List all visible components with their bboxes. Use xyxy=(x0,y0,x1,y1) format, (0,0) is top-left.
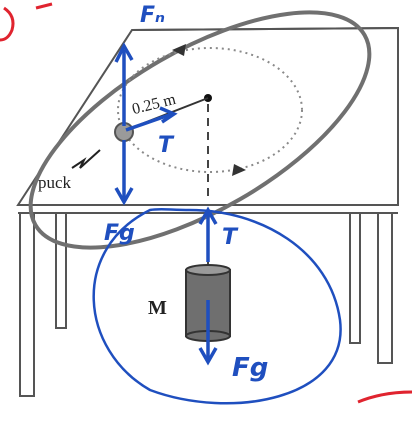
circular-path xyxy=(117,47,303,173)
gravity-puck-arrowhead xyxy=(114,187,134,206)
normal-force-arrowhead xyxy=(114,42,134,63)
red-dash-mark xyxy=(35,2,53,10)
table-back-edge xyxy=(131,27,399,31)
red-corner-mark xyxy=(357,390,413,404)
mass-cylinder-top xyxy=(185,264,231,276)
gravity-mass-arrowhead xyxy=(198,347,218,366)
table-legs xyxy=(19,212,393,397)
path-arrow-bottom xyxy=(232,164,246,176)
tension-puck-arrow xyxy=(125,112,173,132)
normal-force-label: Fₙ xyxy=(140,3,165,28)
tension-puck-label: T xyxy=(158,133,175,158)
system-outline-table xyxy=(28,10,372,250)
gravity-mass-label: Fg xyxy=(232,353,268,383)
table-leg-front-left xyxy=(19,212,35,397)
tension-mass-arrowhead xyxy=(198,206,218,225)
puck-label: puck xyxy=(38,173,72,192)
table-leg-back-right xyxy=(349,212,361,344)
red-bracket-mark xyxy=(0,6,15,42)
puck-pointer xyxy=(71,149,101,169)
table-leg-back-left xyxy=(55,212,67,329)
tension-mass-label: T xyxy=(222,225,239,250)
table-leg-front-right xyxy=(377,212,393,364)
system-outline-mass xyxy=(92,207,342,405)
tension-puck-arrowhead xyxy=(159,106,178,124)
path-arrow-top xyxy=(172,44,186,56)
mass-label: M xyxy=(148,297,167,319)
